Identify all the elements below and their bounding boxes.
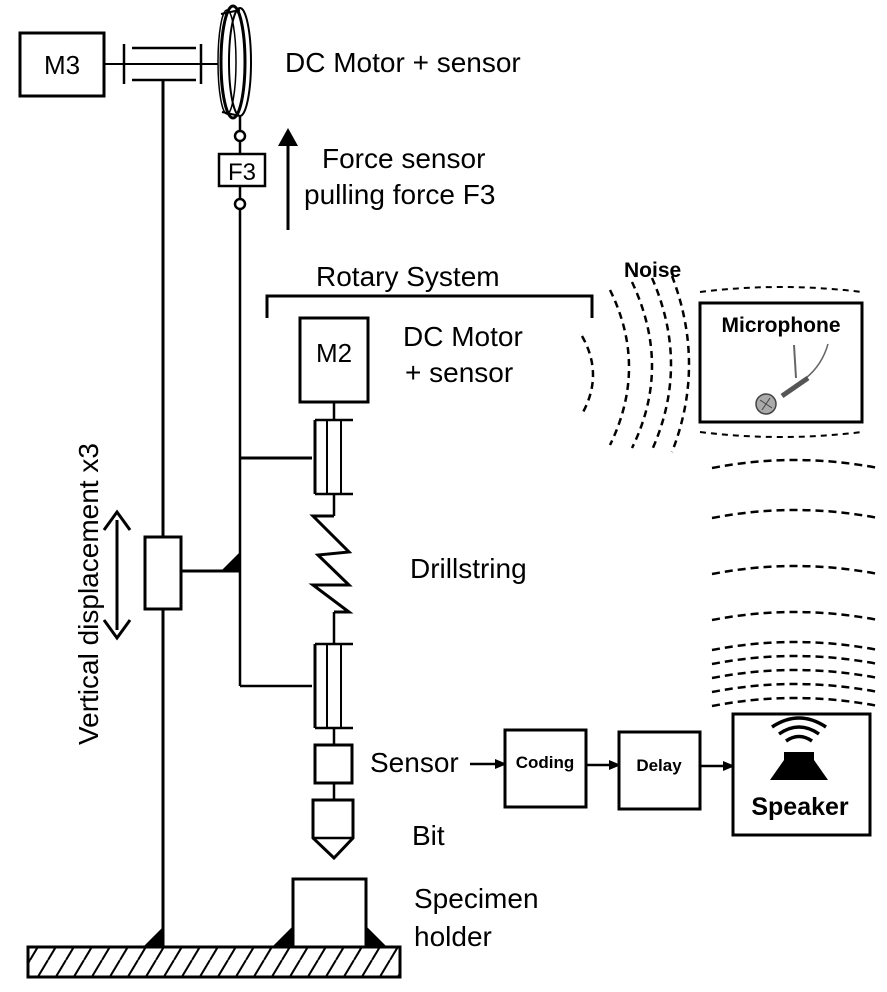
speaker-sound-waves — [711, 458, 879, 708]
force-sensor-label: Force sensor — [322, 143, 485, 174]
sensor-label: Sensor — [370, 747, 459, 778]
microphone-box — [698, 301, 864, 424]
speaker-label: Speaker — [751, 793, 849, 821]
pulling-force-arrowhead — [278, 128, 298, 146]
support-foot-specimen-left — [272, 926, 293, 947]
rotary-system-bracket — [265, 294, 594, 318]
dc-motor-mid-label-1: DC Motor — [403, 321, 523, 352]
slider-block — [143, 535, 183, 611]
specimen-holder-box — [291, 877, 368, 949]
noise-label: Noise — [624, 259, 681, 282]
ground-base — [26, 945, 402, 979]
specimen-label-1: Specimen — [414, 883, 539, 914]
m2-box — [298, 316, 370, 404]
noise-waves — [580, 275, 691, 453]
coding-label: Coding — [516, 753, 575, 772]
coding-box — [503, 728, 588, 809]
dc-motor-top-label: DC Motor + sensor — [285, 47, 521, 78]
upper-bearing — [313, 402, 353, 516]
vertical-displacement-label: Vertical displacement x3 — [73, 443, 104, 745]
support-foot-specimen-right — [366, 926, 387, 947]
sensor-box — [313, 743, 354, 785]
slider-joint — [221, 551, 241, 571]
drillstring-label: Drillstring — [410, 553, 527, 584]
drillstring-spring — [308, 514, 354, 614]
pulling-force-label: pulling force F3 — [304, 179, 495, 210]
microphone-label: Microphone — [722, 314, 841, 337]
support-foot-left — [143, 927, 163, 947]
displacement-arrow-up — [102, 509, 132, 531]
bit-label: Bit — [412, 820, 445, 851]
m3-label: M3 — [44, 50, 80, 80]
f3-label: F3 — [228, 159, 256, 186]
dc-motor-mid-label-2: + sensor — [405, 357, 513, 388]
speaker-icon — [770, 716, 828, 780]
delay-box — [617, 730, 702, 811]
microphone-icon — [755, 343, 829, 415]
winch-drum — [217, 4, 252, 120]
cable-ring-lower — [233, 197, 247, 211]
specimen-label-2: holder — [414, 921, 492, 952]
lower-bearing — [313, 612, 353, 745]
displacement-arrow-down — [102, 619, 132, 641]
m2-label: M2 — [316, 338, 352, 368]
delay-label: Delay — [636, 756, 682, 775]
drill-bit — [311, 798, 355, 861]
cable-ring-upper — [233, 129, 247, 143]
microphone-top-waves — [699, 286, 863, 438]
rotary-system-label: Rotary System — [316, 261, 500, 292]
f3-box — [217, 152, 267, 188]
